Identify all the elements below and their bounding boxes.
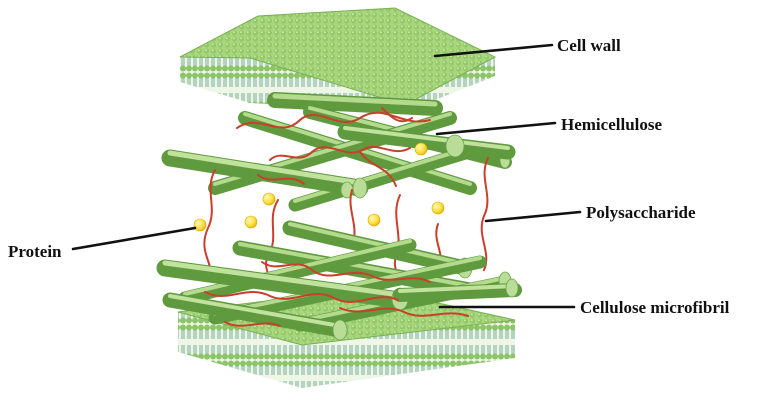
cellulose-microfibril [161,149,369,199]
label-text: Cell wall [557,36,621,55]
cellulose-microfibril [288,143,482,212]
label-hemicellulose: Hemicellulose [435,115,662,136]
label-cellulose-microfibril: Cellulose microfibril [438,298,730,317]
label-text: Cellulose microfibril [580,298,730,317]
hemicellulose-strand [236,107,431,187]
label-cell-wall: Cell wall [433,36,621,58]
protein-beads [193,142,447,278]
cellulose-microfibril [178,238,417,305]
protein-bead [262,192,276,206]
leader-line [433,43,554,58]
protein-bead [431,201,445,215]
label-text: Polysaccharide [586,203,696,222]
protein-bead [414,142,428,156]
cellulose-microfibril [162,292,348,341]
leader-line [435,121,557,136]
label-text: Hemicellulose [561,115,662,134]
upper-fibril-lattice [161,92,516,212]
cellulose-microfibril [393,278,522,302]
cellulose-microfibril [337,124,516,160]
protein-bead [193,218,207,232]
protein-bead [244,215,258,229]
protein-bead [367,213,381,227]
leader-line [71,226,197,251]
cellulose-microfibril [267,92,443,116]
leader-line [484,210,582,223]
label-protein: Protein [8,226,197,261]
label-polysaccharide: Polysaccharide [484,203,696,223]
hemicellulose-strand [204,261,469,327]
label-text: Protein [8,242,62,261]
cellulose-microfibril [232,240,478,298]
lower-fibril-lattice [156,220,522,341]
